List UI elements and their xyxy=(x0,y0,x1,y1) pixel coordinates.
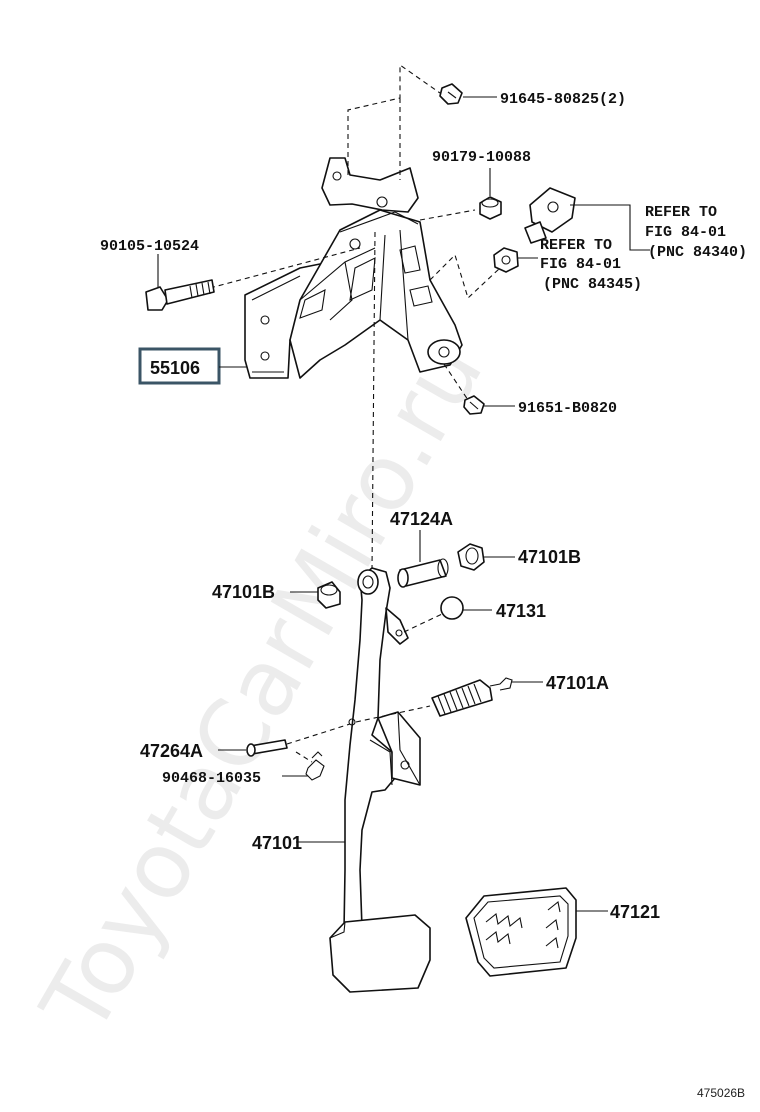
assembly-guide-bottom xyxy=(443,363,469,401)
refer2-line1: REFER TO xyxy=(540,237,612,254)
refer1-line1: REFER TO xyxy=(645,204,717,221)
assembly-guide-right xyxy=(419,209,501,300)
label-90179: 90179-10088 xyxy=(432,149,531,166)
bolt-91645[interactable] xyxy=(439,83,463,105)
label-47121: 47121 xyxy=(610,902,660,922)
bolt-90105[interactable] xyxy=(145,279,215,311)
pedal-pad-47121[interactable] xyxy=(465,887,577,977)
return-spring-47101A[interactable] xyxy=(431,677,513,717)
label-47124A: 47124A xyxy=(390,509,453,529)
highlight-box xyxy=(138,347,221,385)
watermark: ToyotaCarMiro.ru xyxy=(21,323,504,1052)
refer2-line3[interactable]: (PNC 84345) xyxy=(543,276,642,293)
refer2-line2: FIG 84-01 xyxy=(540,256,621,273)
bushing-47101B-right[interactable] xyxy=(457,543,485,571)
label-47101A: 47101A xyxy=(546,673,609,693)
pin-47264A[interactable] xyxy=(246,739,288,757)
collar-47124A[interactable] xyxy=(397,558,449,588)
label-91651: 91651-B0820 xyxy=(518,400,617,417)
label-47131: 47131 xyxy=(496,601,546,621)
bolt-91651[interactable] xyxy=(463,395,485,415)
refer1-line3[interactable]: (PNC 84340) xyxy=(648,244,747,261)
nut-90179[interactable] xyxy=(479,196,502,220)
switch-nut[interactable] xyxy=(493,247,519,273)
assembly-guide-pivot xyxy=(371,231,376,571)
pedal-bracket[interactable] xyxy=(244,157,463,379)
bushing-47101B-left[interactable] xyxy=(317,581,341,609)
stop-cushion-47131[interactable] xyxy=(440,596,464,620)
refer1-line2: FIG 84-01 xyxy=(645,224,726,241)
brake-pedal-lever[interactable] xyxy=(329,567,431,993)
label-90105: 90105-10524 xyxy=(100,238,199,255)
label-47101B-left: 47101B xyxy=(212,582,275,602)
assembly-guide-bolt xyxy=(209,247,361,289)
clip-90468[interactable] xyxy=(305,751,325,781)
label-55106: 55106 xyxy=(150,358,200,378)
figure-id: 475026B xyxy=(697,1086,745,1100)
label-47101B-right: 47101B xyxy=(518,547,581,567)
assembly-guide-top xyxy=(347,63,441,180)
stop-lamp-switch[interactable] xyxy=(524,187,576,244)
label-91645: 91645-80825(2) xyxy=(500,91,626,108)
label-90468: 90468-16035 xyxy=(162,770,261,787)
label-47101: 47101 xyxy=(252,833,302,853)
label-47264A: 47264A xyxy=(140,741,203,761)
